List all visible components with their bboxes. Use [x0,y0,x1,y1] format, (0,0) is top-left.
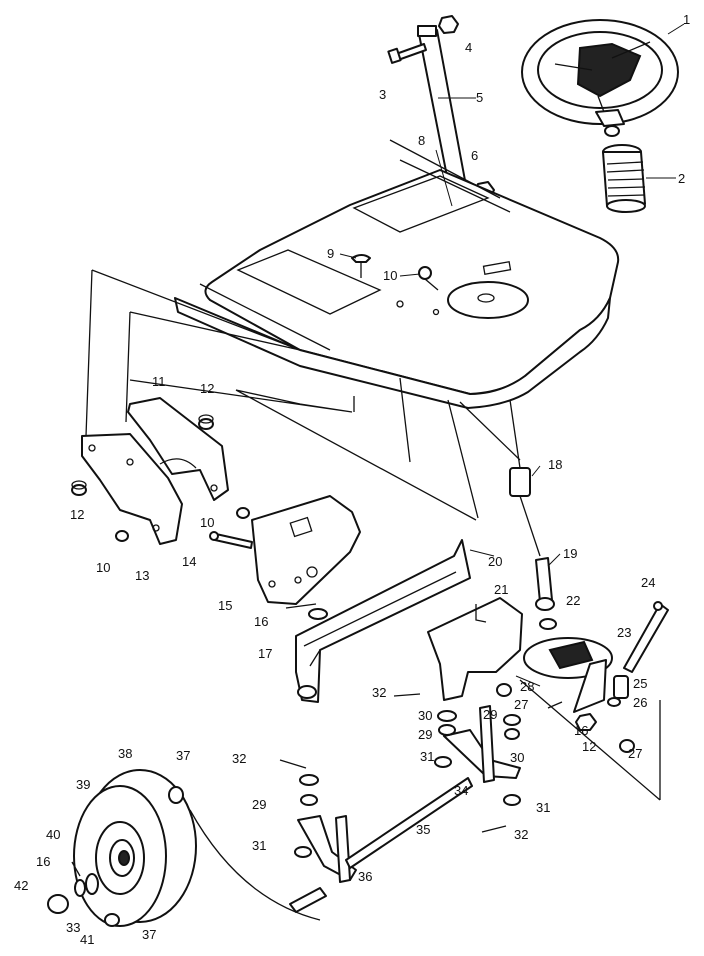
dash-screw [351,254,371,278]
pinion-gear [539,618,557,630]
callout-15: 15 [218,598,232,613]
callout-41: 41 [80,932,94,947]
callout-29-upper: 29 [418,727,432,742]
frame-outline [85,269,661,921]
callout-34: 34 [454,783,468,798]
callout-10-middle: 10 [200,515,214,530]
lug-nut-bottom [104,913,120,927]
callout-35: 35 [416,822,430,837]
steering-sector-gear [523,637,613,713]
callout-8: 8 [418,133,425,148]
flange-nut-upper [198,414,214,430]
axle-bracket [427,597,523,701]
callout-12-right: 12 [582,739,596,754]
wheel-hub-washers [74,873,99,897]
callout-37-top: 37 [176,748,190,763]
drag-link [623,601,669,673]
shaft-coupling [509,399,541,557]
wheel-cotter-pin [71,861,81,877]
front-axle [295,539,471,703]
steering-shaft [535,557,555,611]
lever-nut [438,15,459,34]
callout-11: 11 [152,374,166,389]
dash-panel [174,139,620,409]
right-spindle [443,705,521,783]
callout-17: 17 [258,646,272,661]
callout-27-center: 27 [514,697,528,712]
cotter-pins [279,693,563,833]
callout-10-dash: 10 [383,268,397,283]
callout-labels: 1 2 3 4 5 6 8 9 10 10 10 11 12 12 12 13 … [14,12,690,947]
callout-32-lower: 32 [514,827,528,842]
ball-joint [607,675,629,707]
callout-18: 18 [548,457,562,472]
lever-bolt [387,43,427,64]
callout-30-upper: 30 [418,708,432,723]
callout-19: 19 [563,546,577,561]
callout-32-left: 32 [232,751,246,766]
callout-6: 6 [471,148,478,163]
callout-13: 13 [135,568,149,583]
flange-nut-lower [115,507,250,542]
callout-4: 4 [465,40,472,55]
callout-33: 33 [66,920,80,935]
leader-lines [339,23,685,687]
callout-9: 9 [327,246,334,261]
axle-support-plate [81,433,183,545]
callout-27-right: 27 [628,746,642,761]
callout-42: 42 [14,878,28,893]
callout-36: 36 [358,869,372,884]
callout-16-right: 16 [574,723,588,738]
dash-nut [418,266,439,291]
callout-23: 23 [617,625,631,640]
left-spindle [289,815,357,913]
callout-21: 21 [494,582,508,597]
pivot-bracket [127,397,229,501]
callout-29-left: 29 [252,797,266,812]
callout-3: 3 [379,87,386,102]
hub-cap [47,894,69,914]
axle-spacer [297,685,317,699]
callout-31-upper: 31 [420,749,434,764]
carriage-bolt [209,531,253,549]
callout-2: 2 [678,171,685,186]
callout-26: 26 [633,695,647,710]
callout-31-left: 31 [252,838,266,853]
callout-12-left: 12 [70,507,84,522]
callout-37-bottom: 37 [142,927,156,942]
callout-16-wheel: 16 [36,854,50,869]
callout-12-top: 12 [200,381,214,396]
steering-wheel [521,19,679,137]
hex-nut [575,713,597,731]
callout-32-upper: 32 [372,685,386,700]
steering-shaft-boot [602,144,646,213]
callout-1: 1 [683,12,690,27]
tie-rod [345,777,473,869]
callout-39: 39 [76,777,90,792]
callout-31-right: 31 [536,800,550,815]
callout-38: 38 [118,746,132,761]
callout-10-left: 10 [96,560,110,575]
lock-nut [496,683,635,753]
callout-29-right: 29 [483,707,497,722]
callout-30-right: 30 [510,750,524,765]
callout-25: 25 [633,676,647,691]
callout-24: 24 [641,575,655,590]
callout-40: 40 [46,827,60,842]
callout-20: 20 [488,554,502,569]
callout-28: 28 [520,679,534,694]
cotter-pin-axle [285,603,317,609]
callout-14: 14 [182,554,196,569]
callout-22: 22 [566,593,580,608]
lug-nut-top [168,786,184,804]
steering-support [251,495,361,605]
spindle-washers [294,710,521,858]
callout-5: 5 [476,90,483,105]
flange-nut-left [71,480,87,496]
callout-16-middle: 16 [254,614,268,629]
